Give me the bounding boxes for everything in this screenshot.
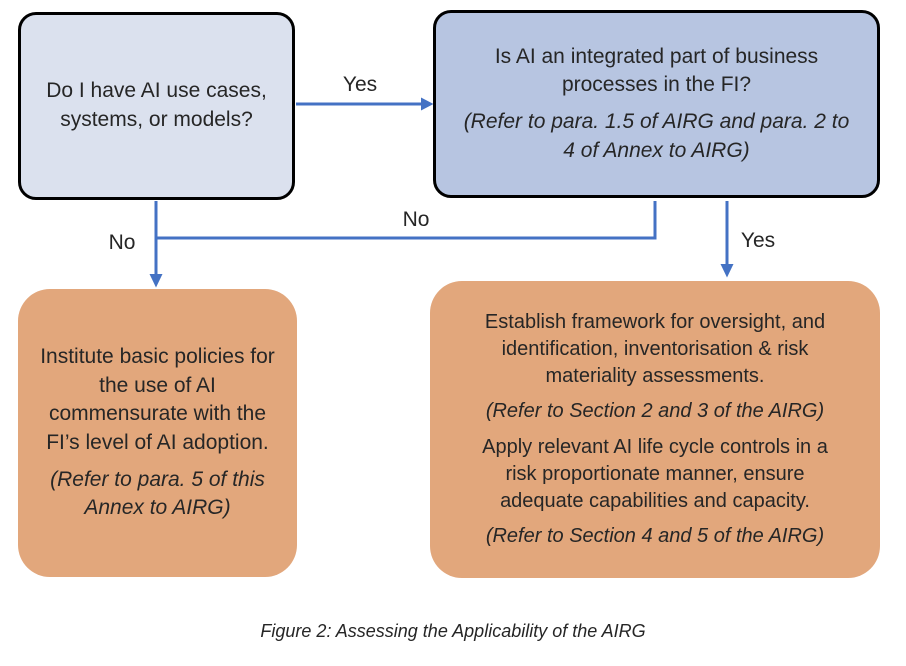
- node-integrated-reference-text: (Refer to para. 1.5 of AIRG and para. 2 …: [463, 110, 850, 162]
- node-framework-text-2: Apply relevant AI life cycle controls in…: [482, 435, 828, 512]
- node-framework-text-1: Establish framework for oversight, and i…: [484, 310, 826, 388]
- figure-caption: Figure 2: Assessing the Applicability of…: [260, 621, 646, 641]
- node-basic-policies-action: Institute basic policies for the use of …: [18, 289, 297, 577]
- node-basic-policies-reference: (Refer to para. 5 of this Annex to AIRG): [50, 467, 265, 520]
- node-integrated-part-question: Is AI an integrated part of business pro…: [433, 10, 880, 198]
- edge-yes-top-arrowhead: [421, 97, 434, 111]
- edge-yes-right-arrowhead: [720, 264, 734, 278]
- edge-no-left-arrowhead: [149, 274, 163, 288]
- node-integrated-question-text: Is AI an integrated part of business pro…: [494, 44, 819, 97]
- node-framework-reference-2: (Refer to Section 4 and 5 of the AIRG): [485, 525, 825, 548]
- edge-label-yes-top: Yes: [342, 73, 378, 96]
- node-ai-use-cases-text: Do I have AI use cases, systems, or mode…: [46, 79, 267, 131]
- node-framework-reference-1: (Refer to Section 2 and 3 of the AIRG): [485, 400, 825, 423]
- edge-label-yes-right: Yes: [740, 229, 776, 252]
- node-basic-policies-text: Institute basic policies for the use of …: [40, 345, 275, 454]
- edge-label-no-left: No: [108, 231, 136, 254]
- edge-label-no-middle: No: [402, 208, 430, 231]
- node-ai-use-cases-question: Do I have AI use cases, systems, or mode…: [18, 12, 295, 200]
- node-framework-action: Establish framework for oversight, and i…: [430, 281, 880, 578]
